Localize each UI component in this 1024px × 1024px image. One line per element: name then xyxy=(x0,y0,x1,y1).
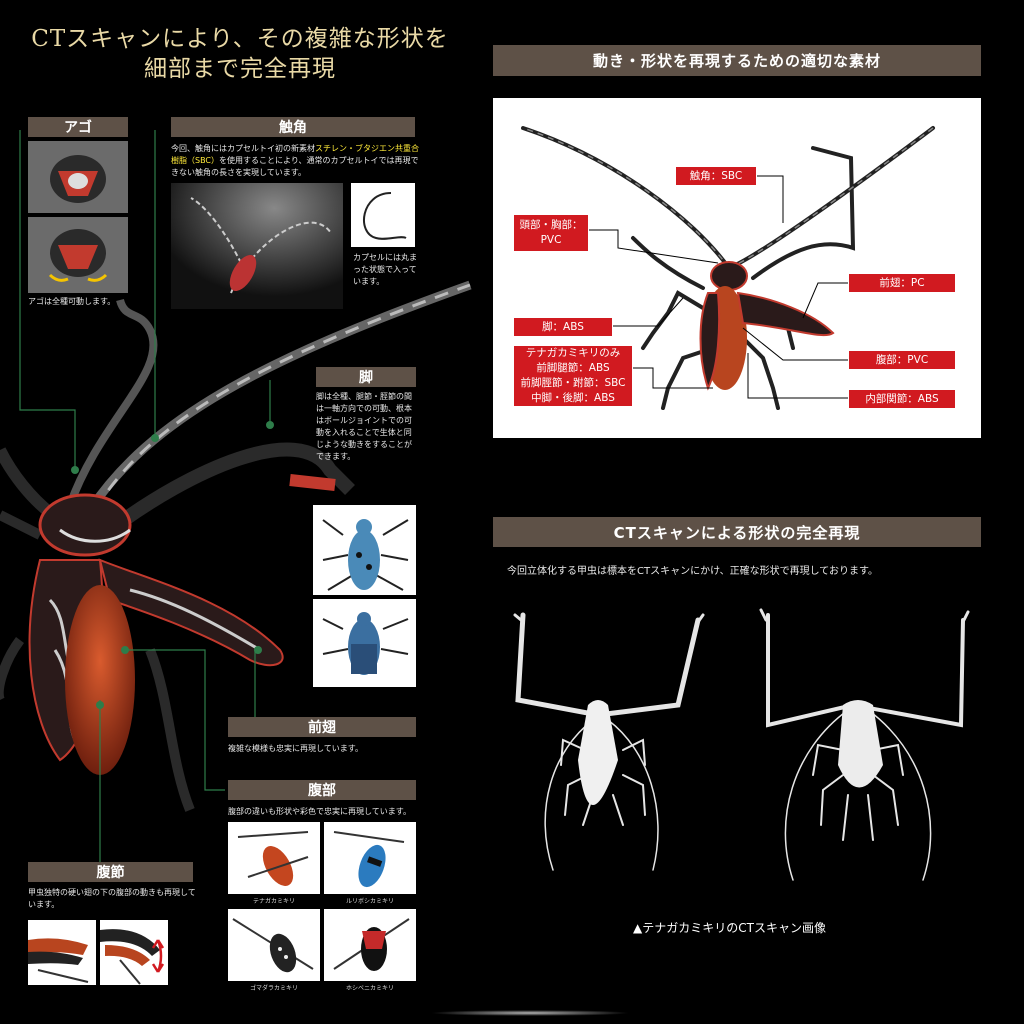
maebane-header: 前翅 xyxy=(228,717,416,737)
antenna-left xyxy=(66,298,158,507)
ashi-text: 脚は全種、腿節・脛節の間は一軸方向での可動、根本はボールジョイントでの可動を入れ… xyxy=(316,392,412,461)
ct-caption: ▲テナガカミキリのCTスキャン画像 xyxy=(633,921,826,935)
ago-photo-2 xyxy=(28,217,128,293)
fukubu-header: 腹部 xyxy=(228,780,416,800)
capsule-caption: カプセルには丸まった状態で入っています。 xyxy=(353,253,417,286)
shokkaku-header: 触角 xyxy=(171,117,415,137)
blue-beetle-photo-1 xyxy=(313,505,416,595)
species-caption-4: ホシベニカミキリ xyxy=(345,985,394,992)
ago-caption: アゴは全種可動します。 xyxy=(28,297,116,306)
species-photo-3 xyxy=(228,909,320,981)
maebane-text: 複雑な模様も忠実に再現しています。 xyxy=(228,744,363,753)
abdomen xyxy=(65,585,135,775)
species-caption-1: テナガカミキリ xyxy=(252,898,295,905)
front-leg-right xyxy=(105,442,355,536)
materials-connectors xyxy=(588,175,848,399)
ago-header: アゴ xyxy=(28,117,128,137)
shokkaku-photo xyxy=(171,183,343,309)
species-caption-3: ゴマダラカミキリ xyxy=(249,985,298,992)
tag-abdomen: 腹部：PVC xyxy=(848,350,956,370)
motion-arrow-icon xyxy=(151,939,165,973)
species-photo-1 xyxy=(228,822,320,894)
species-photo-4 xyxy=(324,909,416,981)
ago-photo-1 xyxy=(28,141,128,213)
shokkaku-text: 今回、触角にはカプセルトイ初の新素材スチレン・ブタジエン共重合樹脂（SBC）を使… xyxy=(171,144,419,177)
blue-beetle-photo-2 xyxy=(313,599,416,687)
leader-lines xyxy=(19,130,274,862)
ct-header: CTスキャンによる形状の完全再現 xyxy=(493,517,981,547)
species-caption-2: ルリボシカミキリ xyxy=(345,898,394,905)
capsule-photo xyxy=(351,183,415,247)
fukusetsu-photo-1 xyxy=(28,920,96,985)
species-photo-2 xyxy=(324,822,416,894)
tag-forewing: 前翅：PC xyxy=(848,273,956,293)
fukubu-text: 腹部の違いも形状や彩色で忠実に再現しています。 xyxy=(228,807,411,816)
ct-scan-images xyxy=(513,608,970,881)
tag-head: 頭部・胸部：PVC xyxy=(513,214,589,252)
ashi-header: 脚 xyxy=(316,367,416,387)
fukusetsu-text: 甲虫独特の硬い翅の下の腹部の動きも再現しています。 xyxy=(28,888,196,909)
page-title: CTスキャンにより、その複雑な形状を 細部まで完全再現 xyxy=(0,24,480,84)
title-line-2: 細部まで完全再現 xyxy=(144,56,336,82)
ct-text: 今回立体化する甲虫は標本をCTスキャンにかけ、正確な形状で再現しております。 xyxy=(507,566,878,577)
tag-joint: 内部関節：ABS xyxy=(848,389,956,409)
materials-panel: 触角：SBC 頭部・胸部：PVC 前翅：PC 脚：ABS テナガカミキリのみ 前… xyxy=(493,98,981,438)
tag-leg: 脚：ABS xyxy=(513,317,613,337)
bottom-glow xyxy=(430,1010,630,1016)
title-line-1: CTスキャンにより、その複雑な形状を xyxy=(31,26,449,52)
fukusetsu-header: 腹節 xyxy=(28,862,193,882)
fukusetsu-photo-2 xyxy=(100,920,168,985)
materials-header: 動き・形状を再現するための適切な素材 xyxy=(493,45,981,76)
main-beetle-illustration xyxy=(0,280,472,812)
tag-antenna: 触角：SBC xyxy=(675,166,757,186)
tag-special: テナガカミキリのみ 前脚腿節：ABS 前脚脛節・跗節：SBC 中脚・後脚：ABS xyxy=(513,345,633,407)
